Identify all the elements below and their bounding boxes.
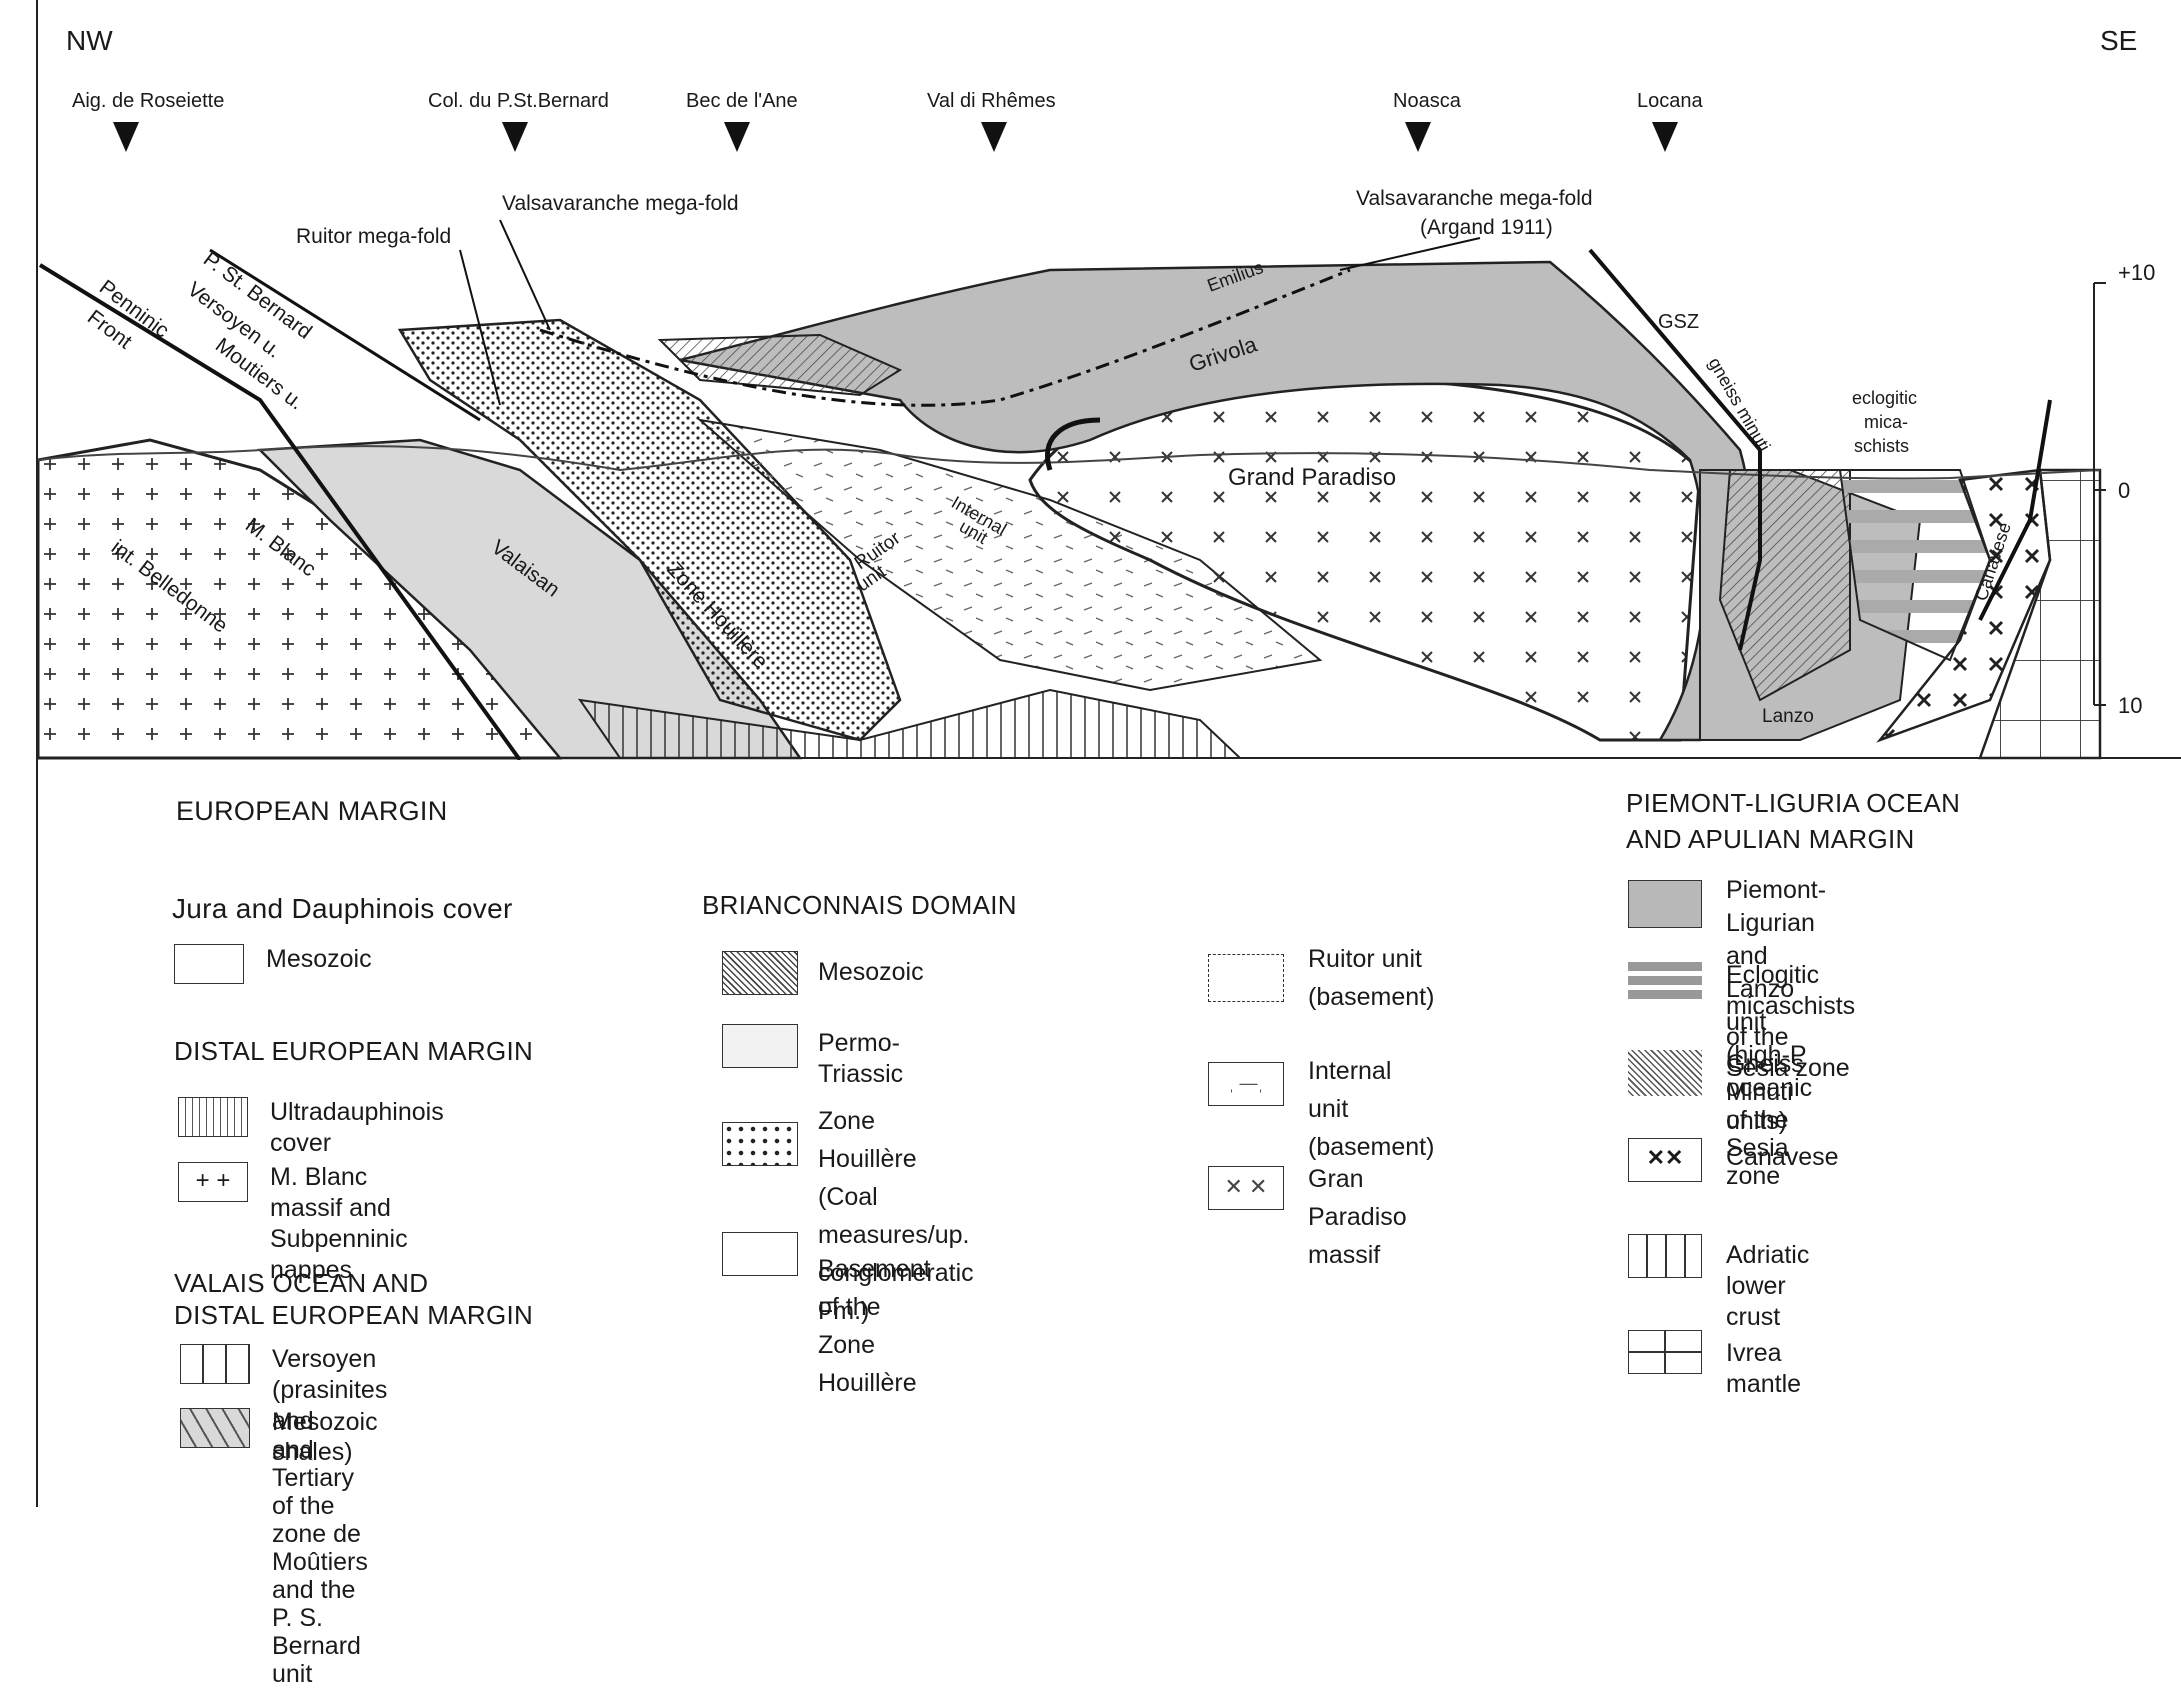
swatch-mblanc: + + — [178, 1162, 248, 1202]
swatch-ruitor — [1208, 954, 1284, 1002]
locality-noasca: Noasca — [1393, 90, 1462, 112]
swatch-gneiss-minuti — [1628, 1050, 1702, 1096]
swatch-mesozoic — [174, 944, 244, 984]
swatch-internal: ˌ —ˌ — [1208, 1062, 1284, 1106]
legend-label-ecl-1: Eclogitic micaschists — [1726, 961, 1856, 1020]
legend-label-bri-mesozoic: Mesozoic — [818, 958, 924, 986]
legend-item-zone-houillere: Zone Houillère (Coal measures/up. conglom… — [722, 1102, 974, 1330]
legend-label-gneiss-1: Gneiss Minuti of the — [1726, 1050, 1804, 1134]
legend-label-permo-triassic: Permo-Triassic — [818, 1029, 904, 1088]
locality-aig-de-roseiette: Aig. de Roseiette — [72, 90, 224, 112]
locality-col-du-p-st-bernard: Col. du P.St.Bernard — [428, 90, 609, 112]
legend-item-ivrea: Ivrea mantle — [1628, 1330, 1801, 1400]
legend-label-canavese: Canavese — [1726, 1143, 1839, 1171]
legend-item-canavese: ✕✕ Canavese — [1628, 1138, 1839, 1182]
legend-item-adriatic: Adriatic lower crust — [1628, 1234, 1809, 1333]
depth-tick-plus10: +10 — [2118, 260, 2155, 285]
legend-label-moutiers-3: and the P. S. Bernard unit — [272, 1576, 361, 1688]
direction-nw: NW — [66, 25, 113, 56]
label-valsavaranche-mega-fold: Valsavaranche mega-fold — [502, 192, 739, 215]
legend-item-ultradauphinois: Ultradauphinois cover — [178, 1097, 444, 1159]
swatch-eclogitic — [1628, 962, 1702, 1004]
legend-label-zh-3: Fm.) — [818, 1297, 870, 1325]
locality-locana: Locana — [1637, 90, 1703, 112]
legend-item-versoyen: Versoyen (prasinites and shales) — [180, 1344, 387, 1468]
label-valsavaranche-argand-2: (Argand 1911) — [1420, 216, 1553, 239]
legend-label-versoyen: Versoyen (prasinites and shales) — [272, 1345, 388, 1466]
legend-item-ruitor: Ruitor unit (basement) — [1208, 940, 1434, 1016]
swatch-bri-mesozoic — [722, 951, 798, 995]
legend-label-zh-1: Zone Houillère (Coal — [818, 1107, 917, 1211]
swatch-ultradauphinois — [178, 1097, 248, 1137]
legend-label-basement-zh-2: Houillère — [818, 1369, 917, 1397]
legend-item-mesozoic: Mesozoic — [174, 944, 372, 984]
depth-tick-10: 10 — [2118, 693, 2142, 718]
swatch-canavese: ✕✕ — [1628, 1138, 1702, 1182]
label-eclogitic-3: schists — [1854, 436, 1909, 456]
label-gsz: GSZ — [1658, 311, 1699, 333]
legend-label-mblanc-1: M. Blanc massif and — [270, 1163, 391, 1222]
legend-header-piemont-2: AND APULIAN MARGIN — [1626, 824, 1915, 854]
swatch-piemont — [1628, 880, 1702, 928]
legend-label-ivrea: Ivrea mantle — [1726, 1339, 1802, 1398]
legend-label-gneiss-2: Sesia zone — [1726, 1134, 1789, 1190]
direction-se: SE — [2100, 25, 2137, 56]
legend-label-gp-1: Gran Paradiso — [1308, 1165, 1407, 1231]
legend-label-ruitor-1: Ruitor unit — [1308, 945, 1422, 973]
legend-label-adriatic: Adriatic lower crust — [1726, 1241, 1810, 1331]
legend-label-ruitor-2: (basement) — [1308, 983, 1435, 1011]
legend-item-permo-triassic: Permo-Triassic — [722, 1024, 903, 1090]
swatch-moutiers — [180, 1408, 250, 1448]
legend-header-distal: DISTAL EUROPEAN MARGIN — [174, 1036, 534, 1066]
legend-label-moutiers-2: of the zone de Moûtiers — [272, 1492, 368, 1576]
depth-tick-0: 0 — [2118, 478, 2130, 503]
legend-header-european-margin: EUROPEAN MARGIN — [176, 796, 448, 826]
legend-header-jura: Jura and Dauphinois cover — [172, 893, 513, 924]
label-eclogitic-1: eclogitic — [1852, 388, 1917, 408]
legend-label-basement-zh-1: Basement of the Zone — [818, 1255, 931, 1359]
locality-bec-de-l-ane: Bec de l'Ane — [686, 90, 798, 112]
label-eclogitic-2: mica- — [1864, 412, 1908, 432]
label-grand-paradiso: Grand Paradiso — [1228, 464, 1396, 491]
label-ruitor-mega-fold: Ruitor mega-fold — [296, 225, 451, 248]
swatch-permo-triassic — [722, 1024, 798, 1068]
legend-label-mblanc-2: Subpenninic nappes — [270, 1225, 408, 1284]
legend-label-mesozoic: Mesozoic — [266, 945, 372, 973]
locality-val-di-rhemes: Val di Rhêmes — [927, 90, 1056, 112]
legend-item-gran-paradiso: ✕ ✕ Gran Paradiso massif — [1208, 1160, 1407, 1274]
legend-label-internal-2: (basement) — [1308, 1133, 1435, 1161]
legend-label-piemont-1: Piemont-Ligurian and — [1726, 876, 1827, 970]
legend-header-brianconnais: BRIANCONNAIS DOMAIN — [702, 890, 1017, 920]
swatch-basement-zh — [722, 1232, 798, 1276]
swatch-adriatic — [1628, 1234, 1702, 1278]
legend-label-zh-2: measures/up. conglomeratic — [818, 1221, 974, 1287]
legend-label-gp-2: massif — [1308, 1241, 1381, 1269]
legend-header-valais-2: DISTAL EUROPEAN MARGIN — [174, 1300, 534, 1330]
legend-header-valais-1: VALAIS OCEAN AND — [174, 1268, 429, 1298]
label-lanzo: Lanzo — [1762, 706, 1814, 727]
swatch-zone-houillere — [722, 1122, 798, 1166]
legend-header-piemont-1: PIEMONT-LIGURIA OCEAN — [1626, 788, 1961, 818]
label-valsavaranche-argand-1: Valsavaranche mega-fold — [1356, 187, 1593, 210]
legend-label-piemont-2: Lanzo unit (high-P oceanic units) — [1726, 975, 1813, 1135]
swatch-ivrea — [1628, 1330, 1702, 1374]
legend-label-ecl-2: of the Sesia zone — [1726, 1023, 1850, 1082]
legend-item-internal: ˌ —ˌ Internal unit (basement) — [1208, 1052, 1434, 1166]
swatch-gran-paradiso: ✕ ✕ — [1208, 1166, 1284, 1210]
figure: NW SE Aig. de Roseiette Col. du P.St.Ber… — [36, 0, 2181, 1688]
legend-label-moutiers-1: Mesozoic and Tertiary — [272, 1408, 378, 1492]
legend-label-ultradauphinois: Ultradauphinois cover — [270, 1098, 444, 1157]
cross-section: NW SE Aig. de Roseiette Col. du P.St.Ber… — [36, 25, 2181, 760]
swatch-versoyen — [180, 1344, 250, 1384]
legend-label-internal-1: Internal unit — [1308, 1057, 1392, 1123]
legend-item-bri-mesozoic: Mesozoic — [722, 951, 924, 995]
